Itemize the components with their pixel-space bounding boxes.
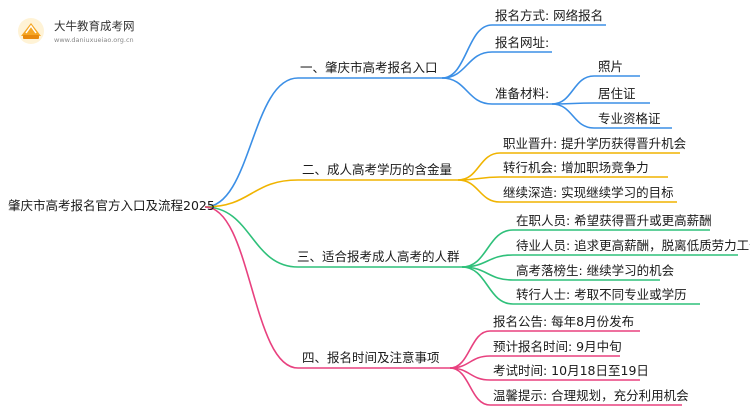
- branch-3-connector: [204, 206, 299, 268]
- branch-1-sub-1: 照片: [598, 59, 624, 74]
- branch-3-item-2: 待业人员: 追求更高薪酬，脱离低质劳力工作: [516, 238, 750, 253]
- leaf-2-connector: [441, 51, 493, 79]
- subleaf-3-connector: [551, 103, 595, 129]
- branch-1-item-2: 报名网址:: [495, 35, 550, 50]
- branch-3-item-3: 高考落榜生: 继续学习的机会: [516, 263, 675, 278]
- branch-1-connector: [204, 77, 299, 208]
- branch-2-connector: [204, 179, 299, 208]
- branch-4-item-2: 预计报名时间: 9月中旬: [493, 339, 622, 354]
- branch-3-item-1: 在职人员: 希望获得晋升或更高薪酬: [516, 213, 712, 228]
- leaf-1-connector: [441, 24, 493, 79]
- branch-1-sub-3: 专业资格证: [598, 111, 661, 126]
- subleaf-1-connector: [551, 75, 595, 105]
- branch-2-item-2: 转行机会: 增加职场竞争力: [503, 160, 649, 175]
- leaf-6-connector: [457, 179, 501, 203]
- branch-4-item-3: 考试时间: 10月18日至19日: [493, 363, 649, 378]
- branch-2-item-1: 职业晋升: 提升学历获得晋升机会: [503, 136, 687, 151]
- leaf-3-connector: [441, 77, 493, 105]
- branch-2-label: 二、成人高考学历的含金量: [302, 162, 453, 177]
- site-logo: 大牛教育成考网 www.daniuxueiao.org.cn: [14, 14, 154, 50]
- branch-4-label: 四、报名时间及注意事项: [302, 350, 440, 365]
- branch-3-item-4: 转行人士: 考取不同专业或学历: [516, 287, 687, 302]
- branch-3-label: 三、适合报考成人高考的人群: [297, 249, 460, 264]
- mindmap-root: 肇庆市高考报名官方入口及流程2025: [8, 198, 215, 213]
- branch-1-label: 一、肇庆市高考报名入口: [300, 60, 438, 75]
- logo-url: www.daniuxueiao.org.cn: [54, 36, 134, 44]
- branch-4-item-4: 温馨提示: 合理规划，充分利用机会: [493, 388, 689, 403]
- leaf-14-connector: [449, 367, 491, 406]
- branch-4-item-1: 报名公告: 每年8月份发布: [493, 314, 635, 329]
- leaf-10-connector: [461, 266, 514, 305]
- branch-1-item-1: 报名方式: 网络报名: [495, 8, 604, 23]
- branch-4-connector: [204, 206, 299, 369]
- branch-1-item-3: 准备材料:: [495, 86, 550, 101]
- branch-2-item-3: 继续深造: 实现继续学习的目标: [503, 185, 674, 200]
- branch-1-sub-2: 居住证: [598, 86, 636, 101]
- leaf-4-connector: [457, 152, 501, 181]
- book-logo-icon: [18, 18, 44, 44]
- logo-title: 大牛教育成考网: [54, 19, 135, 33]
